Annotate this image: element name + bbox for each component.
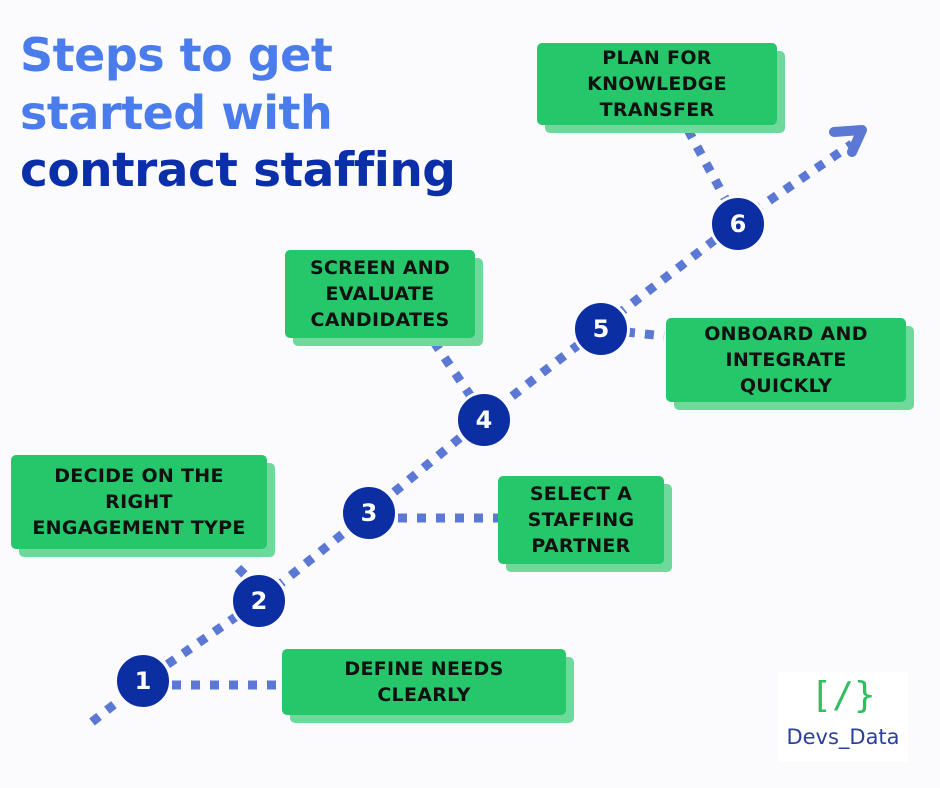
code-bracket-icon: [/}	[810, 675, 876, 716]
step-label-2: DECIDE ON THE RIGHT ENGAGEMENT TYPE	[32, 465, 246, 539]
step-number-4: 4	[475, 406, 493, 434]
step-number-3: 3	[360, 499, 378, 527]
step-box-6: PLAN FOR KNOWLEDGE TRANSFER	[537, 43, 777, 125]
step-node-6: 6	[709, 195, 767, 253]
step-node-5: 5	[572, 300, 630, 358]
step-label-6: PLAN FOR KNOWLEDGE TRANSFER	[587, 47, 727, 121]
step-label-4: SCREEN AND EVALUATE CANDIDATES	[309, 257, 451, 331]
step-node-3: 3	[340, 484, 398, 542]
title-line-2: started with	[20, 86, 333, 140]
step-box-3: SELECT A STAFFING PARTNER	[498, 476, 664, 564]
step-label-3: SELECT A STAFFING PARTNER	[527, 483, 635, 557]
step-number-5: 5	[592, 315, 610, 343]
step-node-1: 1	[114, 652, 172, 710]
step-box-2: DECIDE ON THE RIGHT ENGAGEMENT TYPE	[11, 455, 267, 549]
connector-5	[625, 327, 665, 341]
title-line-3: contract staffing	[20, 143, 456, 198]
title-line-1: Steps to get	[20, 28, 333, 82]
arrow-head-icon	[829, 125, 867, 157]
step-box-1: DEFINE NEEDS CLEARLY	[282, 649, 566, 715]
step-number-1: 1	[134, 667, 152, 695]
step-box-4: SCREEN AND EVALUATE CANDIDATES	[285, 250, 475, 338]
connector-4	[430, 339, 476, 401]
main-dotted-line	[89, 140, 855, 726]
step-label-5: ONBOARD AND INTEGRATE QUICKLY	[704, 323, 868, 397]
step-label-1: DEFINE NEEDS CLEARLY	[344, 658, 504, 706]
step-node-2: 2	[230, 572, 288, 630]
devsdata-logo: [/} Devs_Data	[778, 672, 908, 762]
step-number-6: 6	[729, 210, 747, 238]
connector-6	[684, 127, 730, 203]
logo-name: Devs_Data	[786, 725, 900, 749]
step-node-4: 4	[455, 391, 513, 449]
page-title: Steps to get started with contract staff…	[20, 26, 456, 200]
step-number-2: 2	[250, 587, 268, 615]
step-box-5: ONBOARD AND INTEGRATE QUICKLY	[666, 318, 906, 402]
